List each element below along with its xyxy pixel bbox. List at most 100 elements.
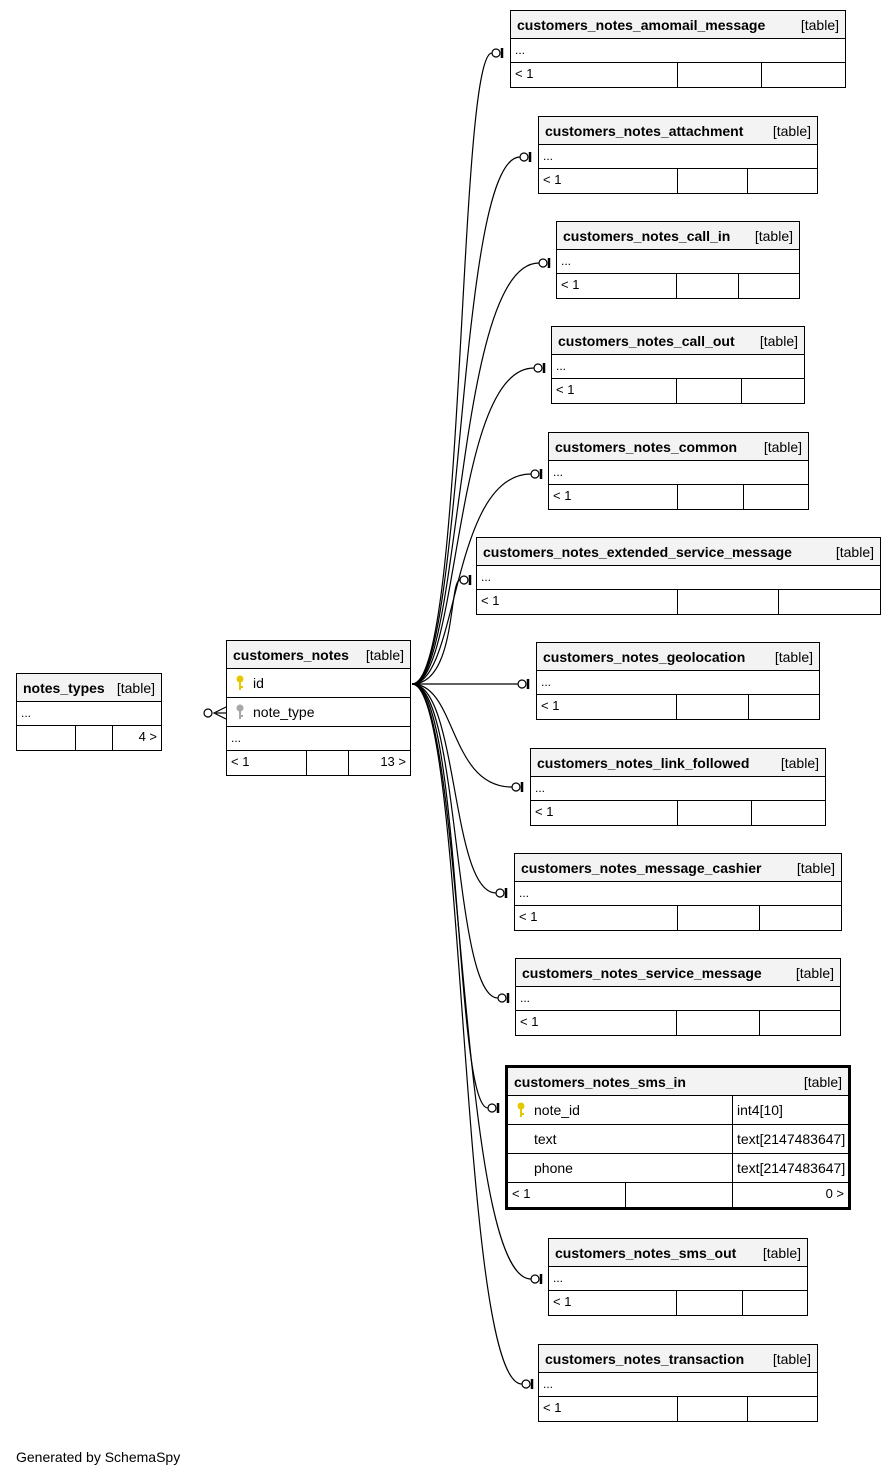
column-type: text[2147483647]: [732, 1125, 845, 1153]
table-kind: [table]: [762, 1245, 801, 1261]
table-kind: [table]: [835, 544, 874, 560]
zero-marker-icon: [521, 1379, 531, 1389]
table-notes-types[interactable]: notes_types [table] ... 4 >: [16, 673, 162, 751]
children-count: 4 >: [138, 729, 157, 744]
primary-key-icon: [517, 1102, 525, 1117]
table-name: customers_notes_transaction: [545, 1351, 745, 1367]
table-name: customers_notes_message_cashier: [521, 860, 762, 876]
table-customers-notes-call-in[interactable]: customers_notes_call_in[table]...< 1: [556, 221, 800, 299]
table-kind: [table]: [772, 1351, 811, 1367]
parents-count: < 1: [535, 804, 554, 819]
table-kind: [table]: [795, 965, 834, 981]
table-name: customers_notes_service_message: [522, 965, 762, 981]
table-customers-notes-attachment[interactable]: customers_notes_attachment[table]... < 1: [538, 116, 818, 194]
table-footer: < 1: [531, 801, 825, 825]
table-customers-notes-service-message[interactable]: customers_notes_service_message [table]..…: [515, 958, 841, 1036]
table-customers-notes-sms-in[interactable]: customers_notes_sms_in [table] note_id i…: [505, 1065, 851, 1210]
table-footer: < 1: [539, 1397, 817, 1421]
table-footer: < 1: [552, 379, 804, 403]
table-footer: < 1: [549, 485, 808, 509]
table-kind: [table]: [763, 439, 802, 455]
columns-ellipsis: ...: [552, 355, 804, 379]
columns-ellipsis: ...: [549, 461, 808, 485]
columns-ellipsis: ...: [539, 1373, 817, 1397]
column-name: id: [253, 675, 264, 691]
column-row-phone: phone text[2147483647]: [508, 1154, 848, 1183]
columns-ellipsis: ...: [539, 145, 817, 169]
table-customers-notes-link-followed[interactable]: customers_notes_link_followed[table]...<…: [530, 748, 826, 826]
columns-ellipsis: ...: [17, 702, 161, 726]
table-name: customers_notes: [233, 647, 349, 663]
relationship-line: [411, 683, 499, 999]
table-name: customers_notes_attachment: [545, 123, 744, 139]
columns-ellipsis: ...: [477, 566, 880, 590]
table-customers-notes-extended-service-message[interactable]: customers_notes_extended_service_message…: [476, 537, 881, 615]
table-customers-notes-transaction[interactable]: customers_notes_transaction [table]... < 1: [538, 1344, 818, 1422]
table-footer: < 1: [537, 695, 819, 719]
table-header: customers_notes_service_message [table]: [516, 959, 840, 987]
table-header: customers_notes [table]: [227, 641, 410, 669]
table-header: customers_notes_attachment[table]: [539, 117, 817, 145]
table-footer: < 1: [511, 63, 845, 87]
table-header: customers_notes_extended_service_message…: [477, 538, 880, 566]
zero-marker-icon: [511, 782, 521, 792]
table-footer: < 1 13 >: [227, 751, 410, 775]
table-kind: [table]: [803, 1074, 842, 1090]
table-name: customers_notes_sms_in: [514, 1074, 686, 1090]
table-header: customers_notes_link_followed[table]: [531, 749, 825, 777]
table-customers-notes-amomail-message[interactable]: customers_notes_amomail_message[table]..…: [510, 10, 846, 88]
parents-count: < 1: [543, 172, 562, 187]
parents-count: < 1: [553, 488, 572, 503]
table-header: customers_notes_sms_in [table]: [508, 1068, 848, 1096]
table-footer: < 1: [477, 590, 880, 614]
parents-count: < 1: [519, 909, 538, 924]
relationship-line: [411, 683, 489, 1109]
column-name: note_type: [253, 704, 315, 720]
zero-marker-icon: [491, 48, 501, 58]
parents-count: < 1: [556, 382, 575, 397]
relationship-line: [411, 473, 532, 685]
table-name: customers_notes_geolocation: [543, 649, 746, 665]
table-customers-notes-geolocation[interactable]: customers_notes_geolocation[table]...< 1: [536, 642, 820, 720]
parents-count: < 1: [512, 1186, 531, 1201]
table-kind: [table]: [754, 228, 793, 244]
table-kind: [table]: [774, 649, 813, 665]
table-header: customers_notes_amomail_message[table]: [511, 11, 845, 39]
columns-ellipsis: ...: [227, 727, 410, 751]
foreign-key-icon: [236, 704, 244, 719]
column-row-note-id: note_id int4[10]: [508, 1096, 848, 1125]
parents-count: < 1: [553, 1294, 572, 1309]
table-customers-notes-common[interactable]: customers_notes_common[table]... < 1: [548, 432, 809, 510]
children-count: 13 >: [380, 754, 406, 769]
table-kind: [table]: [365, 647, 404, 663]
column-type: text[2147483647]: [732, 1154, 845, 1182]
zero-marker-icon: [519, 152, 529, 162]
zero-marker-icon: [459, 575, 469, 585]
parents-count: < 1: [541, 698, 560, 713]
table-footer: < 1: [515, 906, 841, 930]
generated-by-note: Generated by SchemaSpy: [16, 1449, 181, 1465]
zero-marker-icon: [495, 888, 505, 898]
table-footer: 4 >: [17, 726, 161, 750]
parents-count: < 1: [543, 1400, 562, 1415]
table-header: customers_notes_common[table]: [549, 433, 808, 461]
columns-ellipsis: ...: [516, 987, 840, 1011]
table-name: customers_notes_call_in: [563, 228, 731, 244]
table-customers-notes-message-cashier[interactable]: customers_notes_message_cashier [table]..…: [514, 853, 842, 931]
zero-marker-icon: [530, 1274, 540, 1284]
zero-marker-icon: [517, 679, 527, 689]
columns-ellipsis: ...: [557, 250, 799, 274]
crows-foot-icon: [212, 706, 227, 720]
table-kind: [table]: [796, 860, 835, 876]
column-name: note_id: [534, 1102, 580, 1118]
parents-count: < 1: [481, 593, 500, 608]
parents-count: < 1: [231, 754, 250, 769]
table-kind: [table]: [116, 680, 155, 696]
table-customers-notes[interactable]: customers_notes [table] id note_type ...…: [226, 640, 411, 776]
columns-ellipsis: ...: [515, 882, 841, 906]
table-footer: < 1: [516, 1011, 840, 1035]
table-customers-notes-sms-out[interactable]: customers_notes_sms_out[table]...< 1: [548, 1238, 808, 1316]
table-header: customers_notes_call_in [table]: [557, 222, 799, 250]
table-customers-notes-call-out[interactable]: customers_notes_call_out[table]...< 1: [551, 326, 805, 404]
table-header: customers_notes_geolocation [table]: [537, 643, 819, 671]
